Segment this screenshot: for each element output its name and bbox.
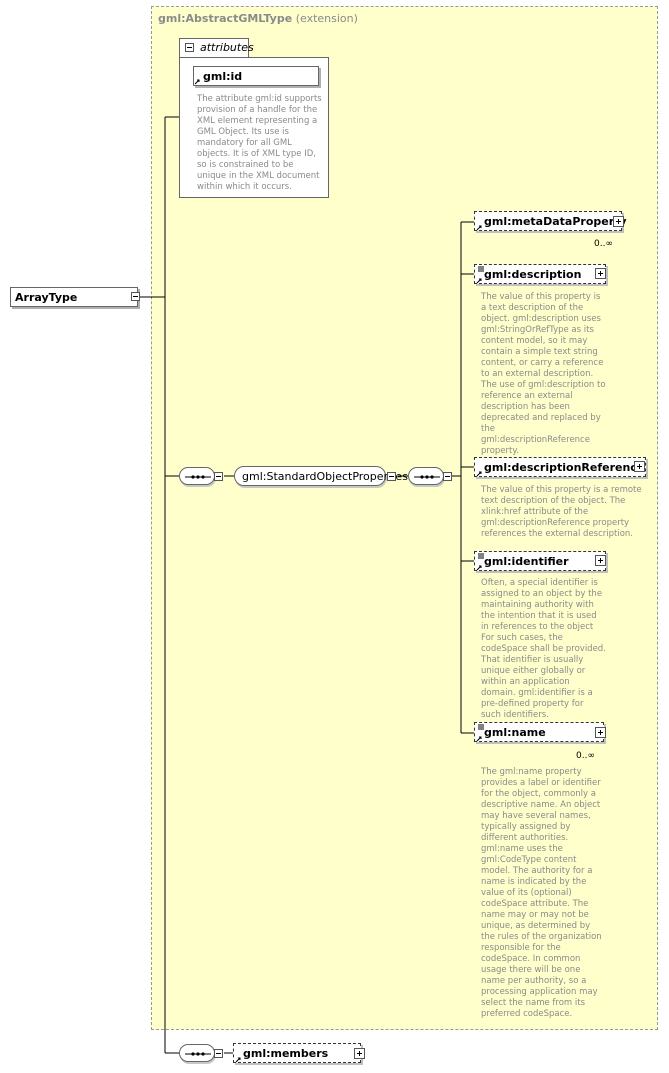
element-descriptionreference-documentation: The value of this property is a remote t… [481,485,642,539]
attributes-collapse-icon[interactable] [185,43,194,52]
inner-sequence-compositor[interactable] [408,467,444,485]
expand-icon[interactable] [354,1048,365,1059]
sequence-compositor[interactable] [179,467,215,485]
extension-qualifier: (extension) [295,12,358,25]
sequence-icon [185,475,211,479]
expand-icon[interactable] [634,461,645,472]
element-description-label: gml:description [484,268,582,281]
sequence-icon [414,475,440,479]
attribute-gml-id-label: gml:id [203,70,243,83]
element-identifier-documentation: Often, a special identifier is assigned … [481,578,606,720]
element-identifier[interactable]: gml:identifier [474,551,606,571]
reference-arrow-icon [476,225,482,231]
element-metadataproperty[interactable]: gml:metaDataProperty [474,211,627,231]
group-collapse-icon[interactable] [387,472,396,481]
element-name-documentation: The gml:name property provides a label o… [481,767,602,1019]
element-name-cardinality: 0..∞ [576,751,595,761]
element-name[interactable]: gml:name [474,722,604,742]
reference-arrow-icon [476,736,482,742]
element-descriptionreference-label: gml:descriptionReference [484,461,645,474]
reference-arrow-icon [194,79,200,85]
element-description-documentation: The value of this property is a text des… [481,292,606,456]
attribute-gml-id-description: The attribute gml:id supports provision … [197,94,322,192]
expand-icon[interactable] [613,216,624,227]
reference-arrow-icon [476,471,482,477]
root-collapse-icon[interactable] [131,292,140,301]
members-sequence-compositor[interactable] [179,1044,215,1062]
attributes-tab-label: attributes [200,41,254,54]
root-element-label: ArrayType [15,291,78,304]
element-identifier-label: gml:identifier [484,555,569,568]
mixed-content-icon [478,266,484,272]
element-members[interactable]: gml:members [233,1043,361,1063]
attribute-gml-id[interactable]: gml:id [193,66,319,86]
expand-icon[interactable] [595,555,606,566]
expand-icon[interactable] [595,268,606,279]
sequence-collapse-icon[interactable] [214,472,223,481]
group-standard-object-properties[interactable]: gml:StandardObjectProperties [234,466,408,486]
expand-icon[interactable] [595,727,606,738]
sequence-icon [185,1052,211,1056]
inner-sequence-collapse-icon[interactable] [443,472,452,481]
element-metadataproperty-label: gml:metaDataProperty [484,215,627,228]
reference-arrow-icon [476,565,482,571]
reference-arrow-icon [235,1057,241,1063]
element-members-label: gml:members [243,1047,329,1060]
mixed-content-icon [478,553,484,559]
element-metadataproperty-cardinality: 0..∞ [594,239,613,249]
element-name-label: gml:name [484,726,546,739]
mixed-content-icon [478,724,484,730]
extension-title: gml:AbstractGMLType (extension) [158,12,358,25]
attributes-tab[interactable] [179,38,249,58]
members-sequence-collapse-icon[interactable] [214,1049,223,1058]
element-descriptionreference[interactable]: gml:descriptionReference [474,457,646,477]
extension-type-name: gml:AbstractGMLType [158,12,293,25]
group-label: gml:StandardObjectProperties [242,470,408,483]
element-description[interactable]: gml:description [474,264,606,284]
reference-arrow-icon [476,278,482,284]
root-element-arraytype[interactable]: ArrayType [10,287,138,307]
